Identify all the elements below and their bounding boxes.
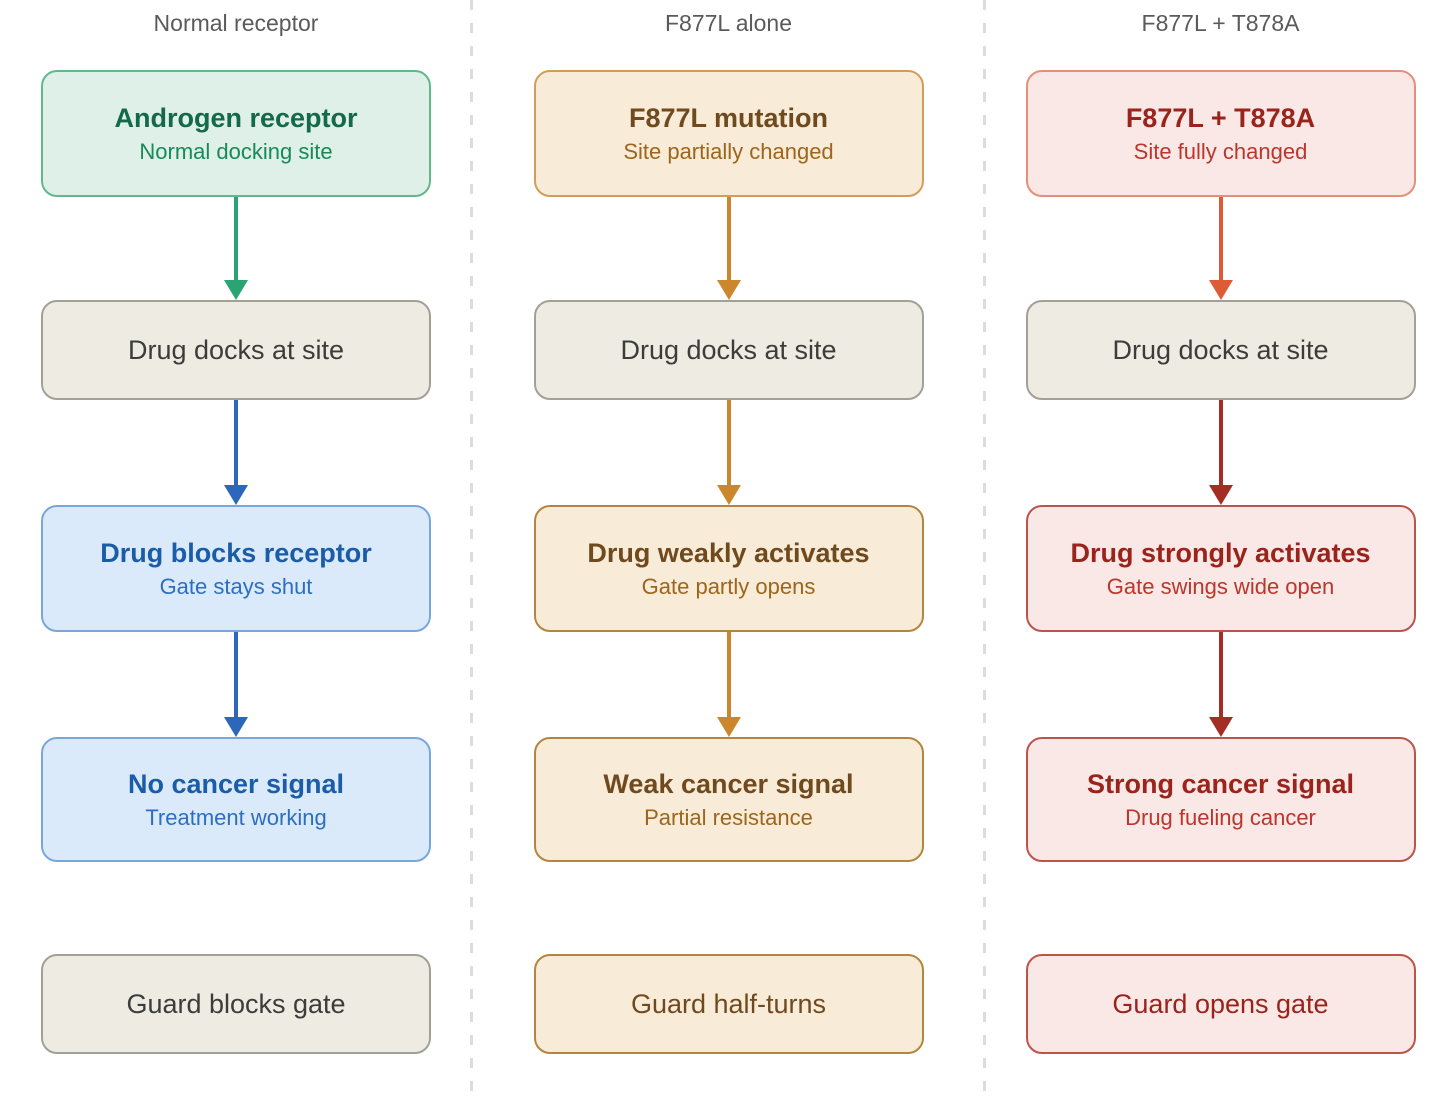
box-subtitle: Treatment working	[145, 804, 327, 830]
androgen-receptor-box: Androgen receptor Normal docking site	[41, 70, 431, 197]
box-subtitle: Gate swings wide open	[1106, 573, 1335, 599]
box-subtitle: Partial resistance	[644, 804, 813, 830]
arrow-shaft	[1218, 632, 1223, 717]
strong-cancer-signal-box: Strong cancer signal Drug fueling cancer	[1025, 737, 1416, 862]
drug-strongly-activates-box: Drug strongly activates Gate swings wide…	[1025, 505, 1416, 632]
box-label: Drug docks at site	[620, 334, 837, 365]
arrow-shaft	[234, 400, 238, 485]
box-subtitle: Drug fueling cancer	[1125, 804, 1316, 830]
box-label: Drug docks at site	[1112, 334, 1329, 365]
down-arrow-dark-red	[1208, 632, 1233, 737]
column-title-normal-receptor: Normal receptor	[153, 10, 319, 36]
box-subtitle: Site partially changed	[623, 138, 834, 164]
arrow-head-icon	[716, 485, 741, 505]
arrow-shaft	[726, 632, 731, 717]
column-title-f877l-t878a: F877L + T878A	[1141, 10, 1300, 36]
drug-docks-box-t878a: Drug docks at site	[1025, 300, 1416, 400]
drug-docks-box-normal: Drug docks at site	[41, 300, 431, 400]
box-subtitle: Site fully changed	[1133, 138, 1308, 164]
box-label: Guard opens gate	[1112, 988, 1329, 1019]
f877l-t878a-box: F877L + T878A Site fully changed	[1025, 70, 1416, 197]
box-subtitle: Normal docking site	[139, 138, 333, 164]
guard-half-turns-box: Guard half-turns	[533, 954, 924, 1054]
arrow-head-icon	[716, 717, 741, 737]
drug-weakly-activates-box: Drug weakly activates Gate partly opens	[533, 505, 924, 632]
weak-cancer-signal-box: Weak cancer signal Partial resistance	[533, 737, 924, 862]
column-normal-receptor: Normal receptor Androgen receptor Normal…	[0, 0, 472, 1104]
box-label: Guard half-turns	[630, 988, 827, 1019]
column-f877l-t878a: F877L + T878A F877L + T878A Site fully c…	[985, 0, 1456, 1104]
box-label: Drug docks at site	[127, 334, 345, 365]
box-label: Guard blocks gate	[126, 988, 346, 1019]
arrow-shaft	[1218, 197, 1223, 280]
guard-blocks-gate-box: Guard blocks gate	[41, 954, 431, 1054]
arrow-head-icon	[224, 280, 248, 300]
box-subtitle: Gate stays shut	[159, 573, 313, 599]
no-cancer-signal-box: No cancer signal Treatment working	[41, 737, 431, 862]
down-arrow-blue	[224, 632, 248, 737]
box-title: No cancer signal	[127, 768, 345, 799]
column-divider-1	[470, 0, 473, 1104]
arrow-head-icon	[1208, 717, 1233, 737]
down-arrow-dark-red	[1208, 400, 1233, 505]
down-arrow-red-orange	[1208, 197, 1233, 300]
arrow-head-icon	[1208, 485, 1233, 505]
box-title: Weak cancer signal	[603, 768, 854, 799]
column-divider-2	[983, 0, 986, 1104]
arrow-head-icon	[716, 280, 741, 300]
arrow-head-icon	[224, 485, 248, 505]
down-arrow-orange	[716, 632, 741, 737]
box-title: Strong cancer signal	[1086, 768, 1355, 799]
arrow-shaft	[726, 400, 731, 485]
f877l-mutation-box: F877L mutation Site partially changed	[533, 70, 924, 197]
arrow-shaft	[234, 197, 238, 280]
box-title: F877L + T878A	[1125, 102, 1316, 133]
drug-docks-box-f877l: Drug docks at site	[533, 300, 924, 400]
arrow-shaft	[1218, 400, 1223, 485]
box-title: Drug blocks receptor	[100, 537, 372, 568]
box-title: Drug strongly activates	[1070, 537, 1371, 568]
drug-blocks-receptor-box: Drug blocks receptor Gate stays shut	[41, 505, 431, 632]
down-arrow-green	[224, 197, 248, 300]
down-arrow-orange	[716, 197, 741, 300]
arrow-head-icon	[1208, 280, 1233, 300]
box-title: Androgen receptor	[114, 102, 358, 133]
box-title: Drug weakly activates	[587, 537, 870, 568]
guard-opens-gate-box: Guard opens gate	[1025, 954, 1416, 1054]
column-title-f877l-alone: F877L alone	[664, 10, 793, 36]
down-arrow-orange	[716, 400, 741, 505]
down-arrow-blue	[224, 400, 248, 505]
arrow-shaft	[726, 197, 731, 280]
column-f877l-alone: F877L alone F877L mutation Site partiall…	[472, 0, 985, 1104]
box-subtitle: Gate partly opens	[641, 573, 816, 599]
arrow-shaft	[234, 632, 238, 717]
arrow-head-icon	[224, 717, 248, 737]
box-title: F877L mutation	[628, 102, 829, 133]
